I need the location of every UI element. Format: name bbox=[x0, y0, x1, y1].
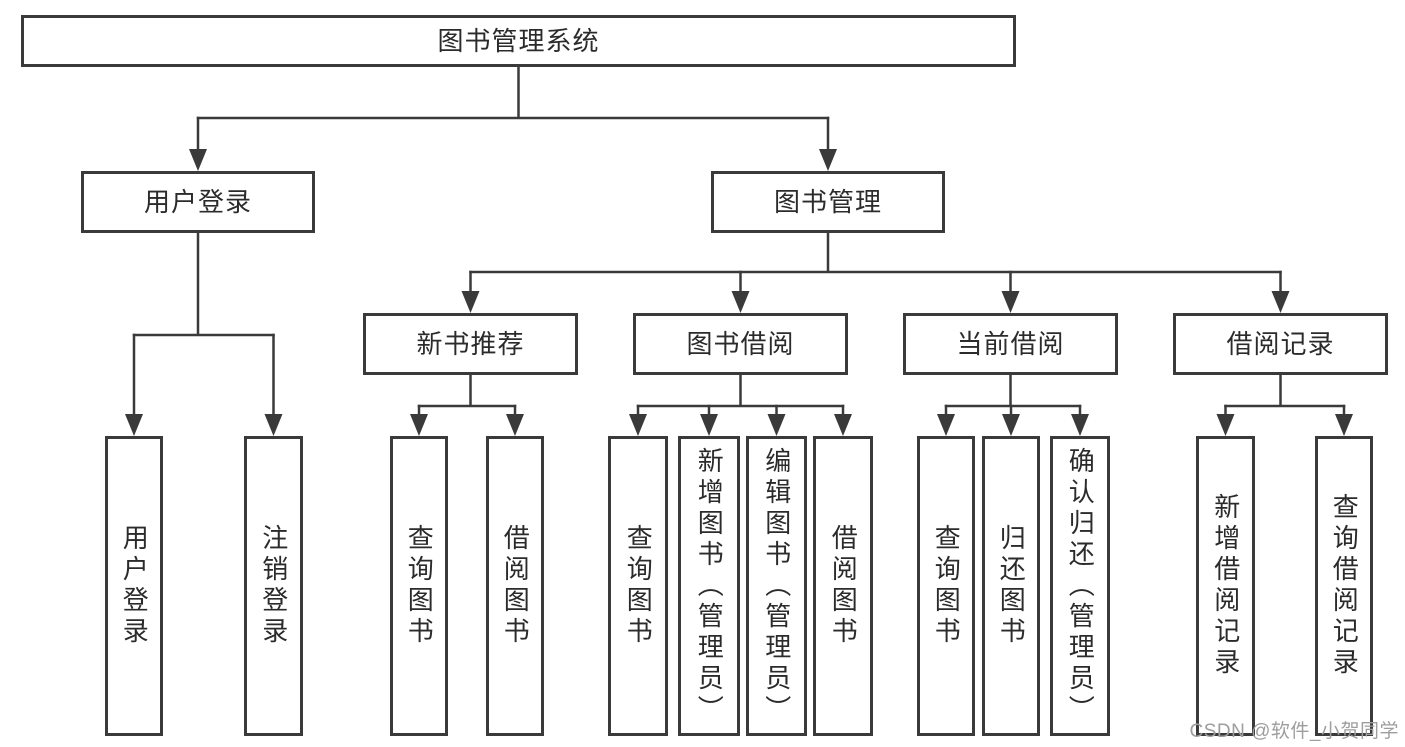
leaf-logout: 注销登录 bbox=[244, 436, 303, 736]
leaf-query-book-recommend: 查询图书 bbox=[390, 436, 448, 736]
leaf-confirm-return-admin: 确认归还（管理员） bbox=[1050, 436, 1110, 736]
leaf-edit-book-admin: 编辑图书（管理员） bbox=[746, 436, 807, 736]
node-user-login: 用户登录 bbox=[81, 171, 315, 233]
node-book-management: 图书管理 bbox=[711, 171, 945, 233]
leaf-query-borrow-record: 查询借阅记录 bbox=[1315, 436, 1373, 736]
leaf-query-book-borrow: 查询图书 bbox=[608, 436, 668, 736]
node-borrow-records: 借阅记录 bbox=[1173, 313, 1388, 375]
leaf-add-book-admin: 新增图书（管理员） bbox=[678, 436, 740, 736]
node-root-system: 图书管理系统 bbox=[21, 15, 1016, 67]
leaf-borrow-book-recommend: 借阅图书 bbox=[486, 436, 544, 736]
leaf-query-book-current: 查询图书 bbox=[917, 436, 975, 736]
leaf-add-borrow-record: 新增借阅记录 bbox=[1196, 436, 1255, 736]
node-new-book-recommend: 新书推荐 bbox=[363, 313, 578, 375]
csdn-watermark: CSDN @软件_小贺同学 bbox=[1189, 721, 1399, 742]
node-book-borrow: 图书借阅 bbox=[633, 313, 848, 375]
leaf-user-login: 用户登录 bbox=[105, 436, 163, 736]
node-current-borrow: 当前借阅 bbox=[903, 313, 1118, 375]
leaf-return-book: 归还图书 bbox=[982, 436, 1040, 736]
leaf-borrow-book: 借阅图书 bbox=[813, 436, 873, 736]
